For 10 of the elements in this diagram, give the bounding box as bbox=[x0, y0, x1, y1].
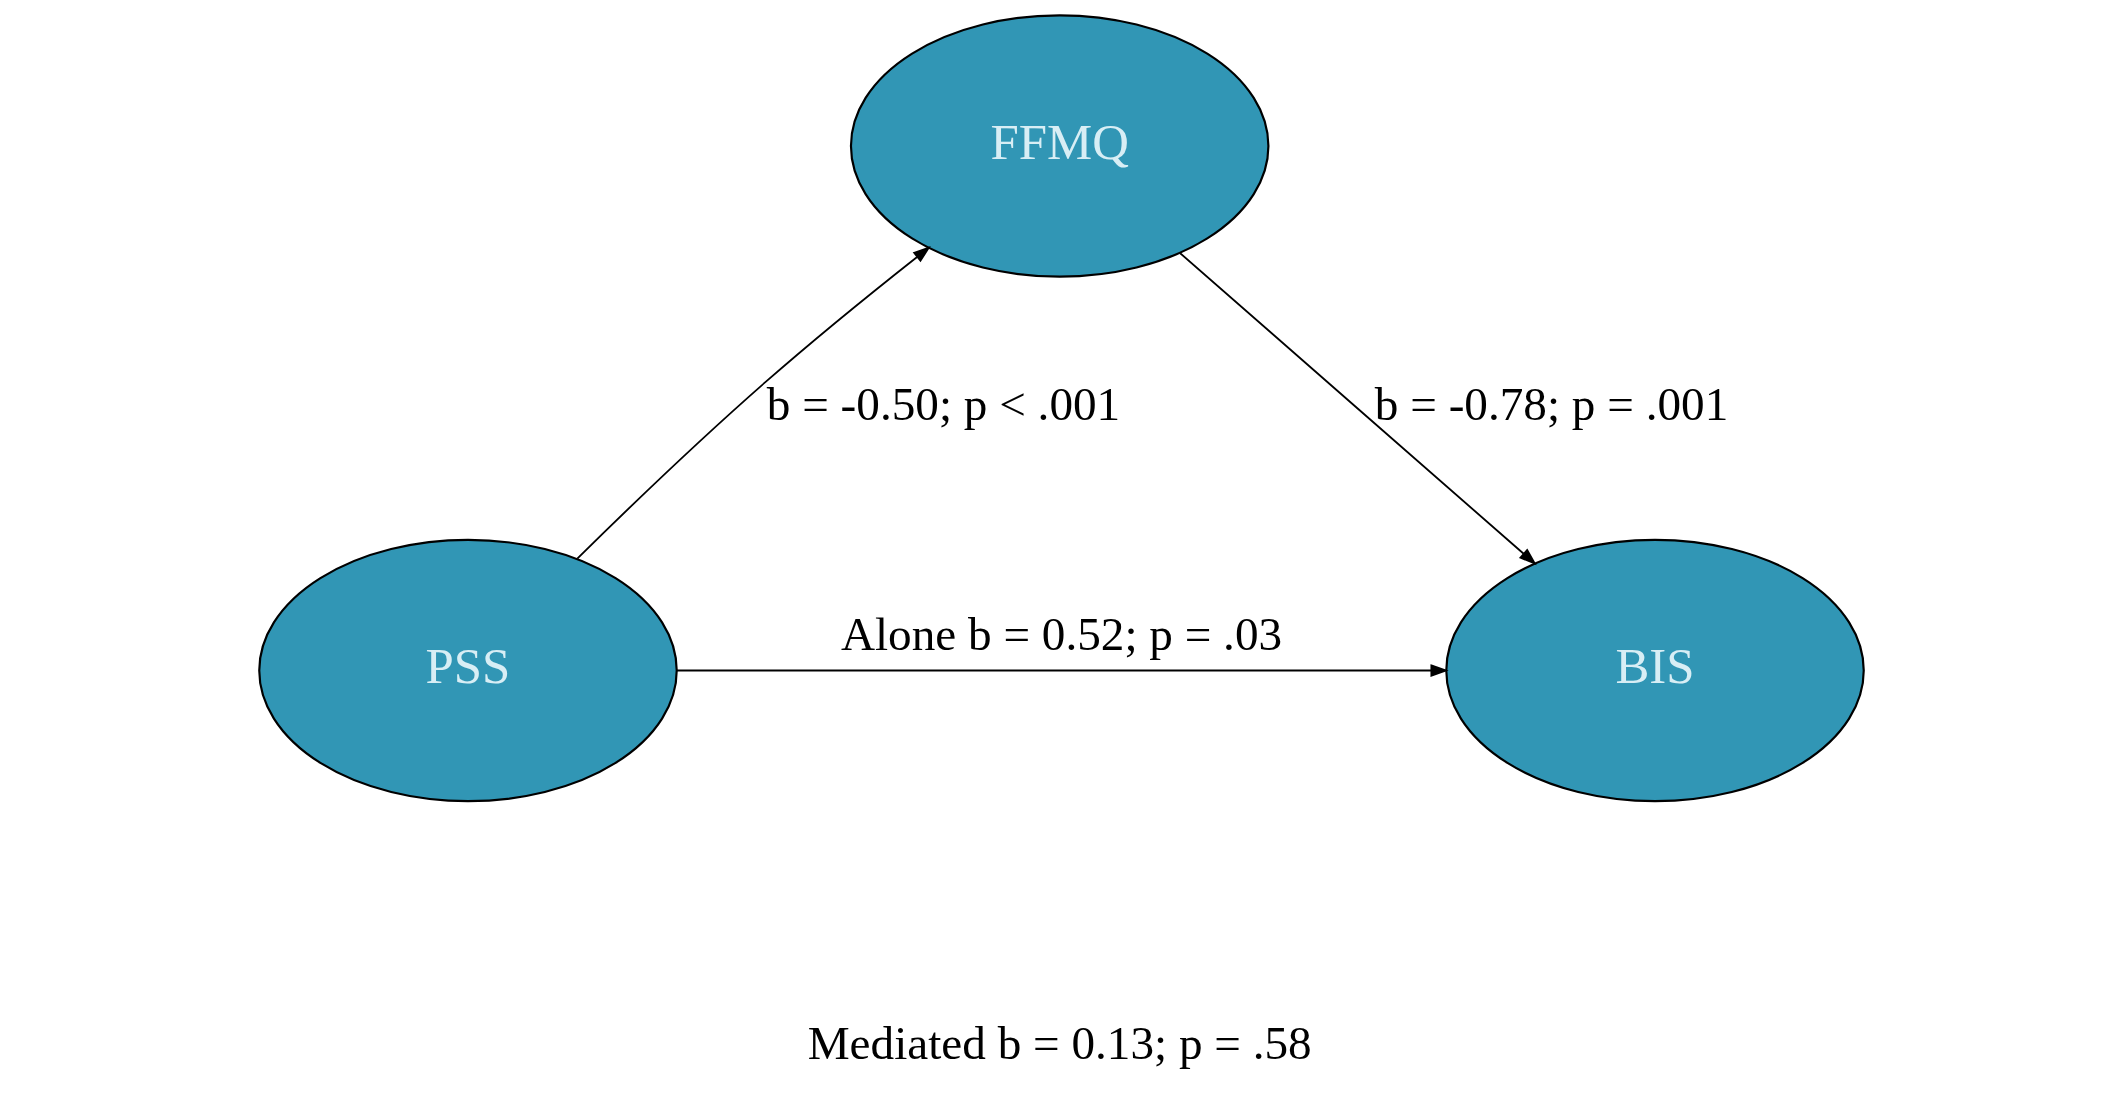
node-ellipse: BIS bbox=[1445, 538, 1865, 803]
arrow bbox=[576, 246, 931, 560]
node-ellipse: FFMQ bbox=[849, 14, 1270, 278]
arrow bbox=[675, 664, 1449, 677]
label: Mediated b = 0.13; p = .58 bbox=[807, 1016, 1312, 1069]
edge-label: Alone b = 0.52; p = .03 bbox=[840, 608, 1283, 661]
arrow bbox=[1179, 252, 1537, 566]
edge-label: b = -0.50; p < .001 bbox=[766, 377, 1121, 430]
edge-label: b = -0.78; p = .001 bbox=[1374, 377, 1729, 430]
node-ellipse: PSS bbox=[258, 538, 678, 803]
